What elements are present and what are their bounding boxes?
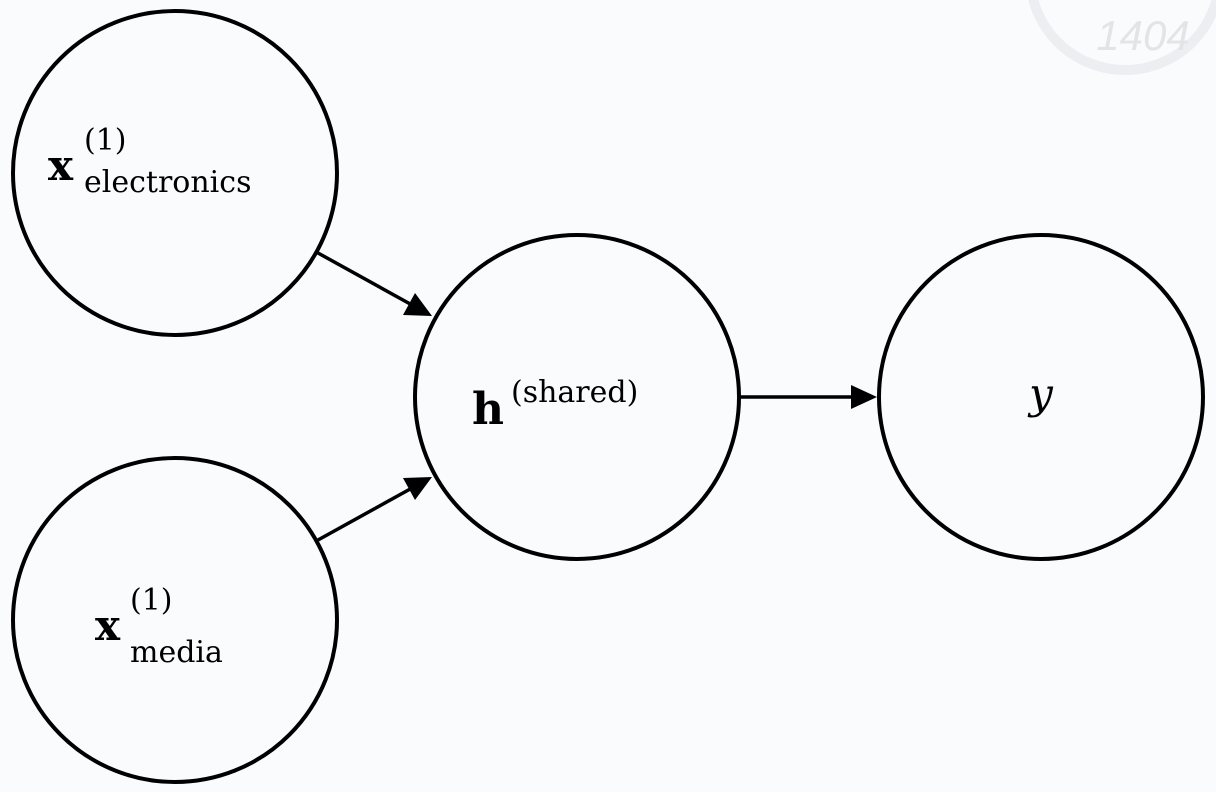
edge-electronics-to-shared — [317, 251, 413, 307]
node-subscript: media — [130, 635, 223, 670]
node-circle — [413, 233, 741, 561]
arrowhead-media-to-shared — [403, 477, 432, 500]
node-superscript: (1) — [130, 583, 173, 618]
node-circle — [11, 456, 339, 784]
node-base-symbol: x — [48, 141, 74, 190]
node-circle — [877, 233, 1205, 561]
node-x-electronics: x (1) electronics — [11, 9, 339, 337]
node-circle — [11, 9, 339, 337]
node-base-symbol: h — [472, 384, 504, 435]
node-y: y — [877, 233, 1205, 561]
arrowhead-electronics-to-shared — [403, 293, 432, 316]
node-h-shared: h (shared) — [413, 233, 741, 561]
edge-media-to-shared — [317, 486, 413, 542]
node-base-symbol: y — [1027, 369, 1054, 418]
node-x-media: x (1) media — [11, 456, 339, 784]
watermark-seal: 1404 — [1028, 0, 1216, 75]
node-base-symbol: x — [95, 601, 121, 650]
node-superscript: (1) — [84, 123, 127, 158]
watermark-text: 1404 — [1096, 12, 1189, 59]
arrowhead-shared-to-y — [851, 385, 877, 409]
node-subscript: electronics — [84, 165, 251, 200]
node-superscript: (shared) — [511, 375, 638, 410]
edges — [317, 251, 877, 542]
